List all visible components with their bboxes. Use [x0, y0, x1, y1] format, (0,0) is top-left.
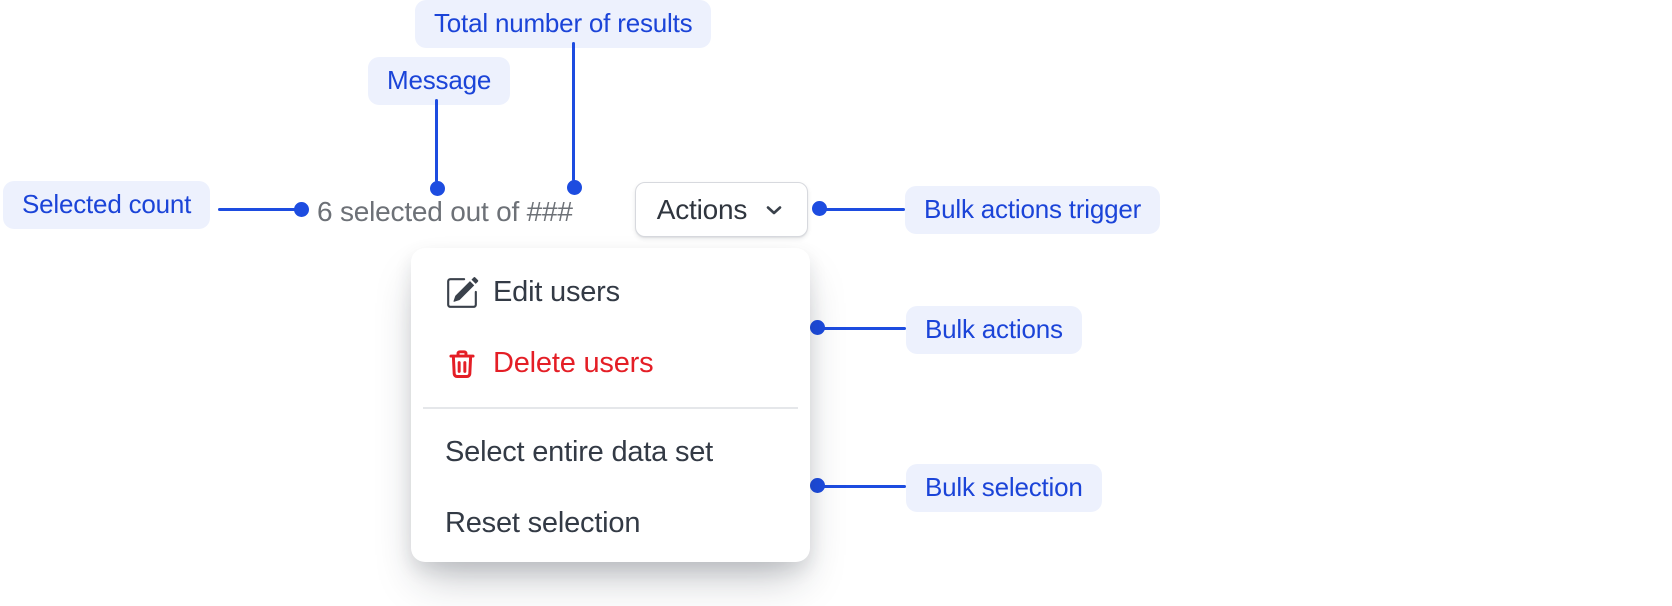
connector-dot-message — [430, 181, 445, 196]
connector-line-total-results — [572, 42, 575, 181]
callout-total-results: Total number of results — [415, 0, 712, 48]
connector-dot-selected-count — [294, 202, 309, 217]
connector-dot-bulk-actions — [810, 320, 825, 335]
bulk-actions-trigger-button[interactable]: Actions — [635, 182, 808, 237]
connector-line-message — [435, 99, 438, 182]
connector-line-bulk-trigger — [823, 208, 905, 211]
connector-dot-total-results — [567, 180, 582, 195]
callout-selected-count: Selected count — [3, 181, 211, 229]
chevron-down-icon — [762, 198, 786, 222]
menu-item-select-entire-data-set[interactable]: Select entire data set — [411, 417, 810, 488]
menu-item-delete-users[interactable]: Delete users — [411, 328, 810, 399]
connector-line-bulk-selection — [820, 485, 906, 488]
callout-message: Message — [368, 57, 511, 105]
connector-line-bulk-actions — [820, 327, 906, 330]
menu-item-label: Select entire data set — [445, 436, 714, 468]
connector-line-selected-count — [218, 208, 298, 211]
trash-icon — [445, 347, 479, 381]
callout-bulk-actions: Bulk actions — [906, 306, 1082, 354]
callout-bulk-selection: Bulk selection — [906, 464, 1102, 512]
menu-item-label: Delete users — [493, 347, 654, 379]
menu-item-reset-selection[interactable]: Reset selection — [411, 488, 810, 559]
menu-item-label: Reset selection — [445, 507, 641, 539]
menu-item-edit-users[interactable]: Edit users — [411, 257, 810, 328]
actions-button-label: Actions — [656, 193, 748, 225]
callout-bulk-actions-trigger: Bulk actions trigger — [905, 186, 1161, 234]
menu-divider — [423, 407, 798, 409]
pencil-square-icon — [445, 276, 479, 310]
connector-dot-bulk-selection — [810, 478, 825, 493]
menu-item-label: Edit users — [493, 276, 620, 308]
connector-dot-bulk-trigger — [812, 201, 827, 216]
bulk-actions-menu: Edit users Delete users Select entire da… — [411, 248, 810, 562]
selection-count-message: 6 selected out of ### — [317, 196, 573, 227]
